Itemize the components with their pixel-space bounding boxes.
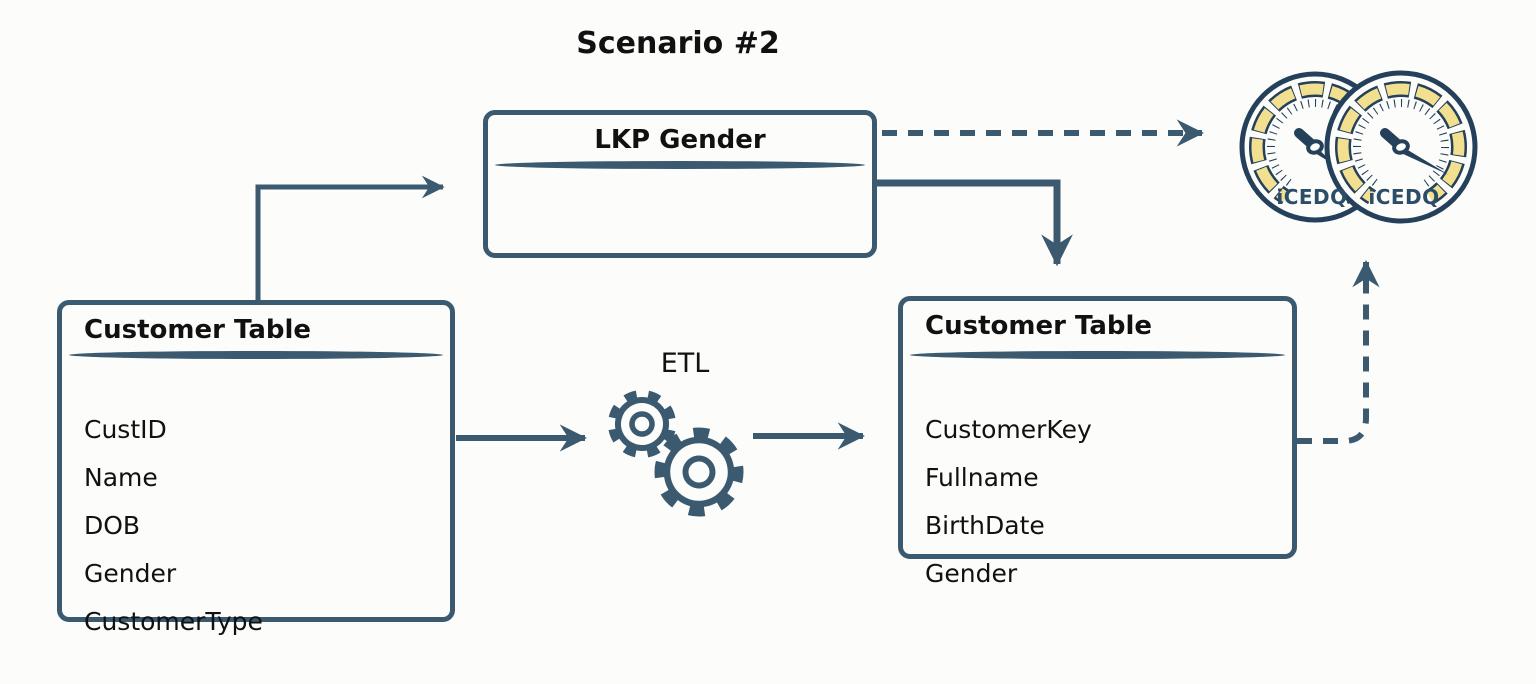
arrow-lookup-to-target	[877, 179, 1073, 267]
source-field-name: Name	[84, 462, 158, 492]
target-table-title: Customer Table	[925, 311, 1153, 341]
gauge-icon	[1324, 70, 1478, 224]
target-field-gender: Gender	[925, 558, 1018, 588]
source-table-title: Customer Table	[84, 315, 312, 345]
target-field-fullname: Fullname	[925, 462, 1039, 492]
source-field-customertype: CustomerType	[84, 606, 263, 636]
lookup-table-title: LKP Gender	[594, 125, 766, 155]
source-table-box: Customer Table CustID Name DOB Gender Cu…	[57, 300, 455, 636]
source-field-gender: Gender	[84, 558, 177, 588]
gear-icon	[608, 390, 676, 458]
target-table-box: Customer Table CustomerKey Fullname Birt…	[898, 296, 1297, 588]
arrow-source-to-lookup	[255, 175, 445, 302]
etl-gears-icon	[608, 390, 744, 517]
gear-icon	[654, 427, 744, 517]
arrow-target-to-gauges-dashed	[1297, 260, 1380, 444]
icedq-gauges: iCEDQ iCEDQ	[1239, 70, 1478, 224]
source-field-custid: CustID	[84, 414, 167, 444]
source-table-divider	[69, 351, 443, 359]
target-table-divider	[910, 351, 1285, 359]
target-field-customerkey: CustomerKey	[925, 414, 1092, 444]
etl-label: ETL	[660, 348, 710, 379]
lookup-table-divider	[495, 161, 865, 169]
icedq-brand-label: iCEDQ	[1276, 185, 1347, 209]
source-field-dob: DOB	[84, 510, 141, 540]
scenario-title: Scenario #2	[576, 26, 780, 61]
lookup-table-box: LKP Gender	[483, 110, 877, 258]
target-field-birthdate: BirthDate	[925, 510, 1045, 540]
icedq-brand-label: iCEDQ	[1368, 185, 1439, 209]
